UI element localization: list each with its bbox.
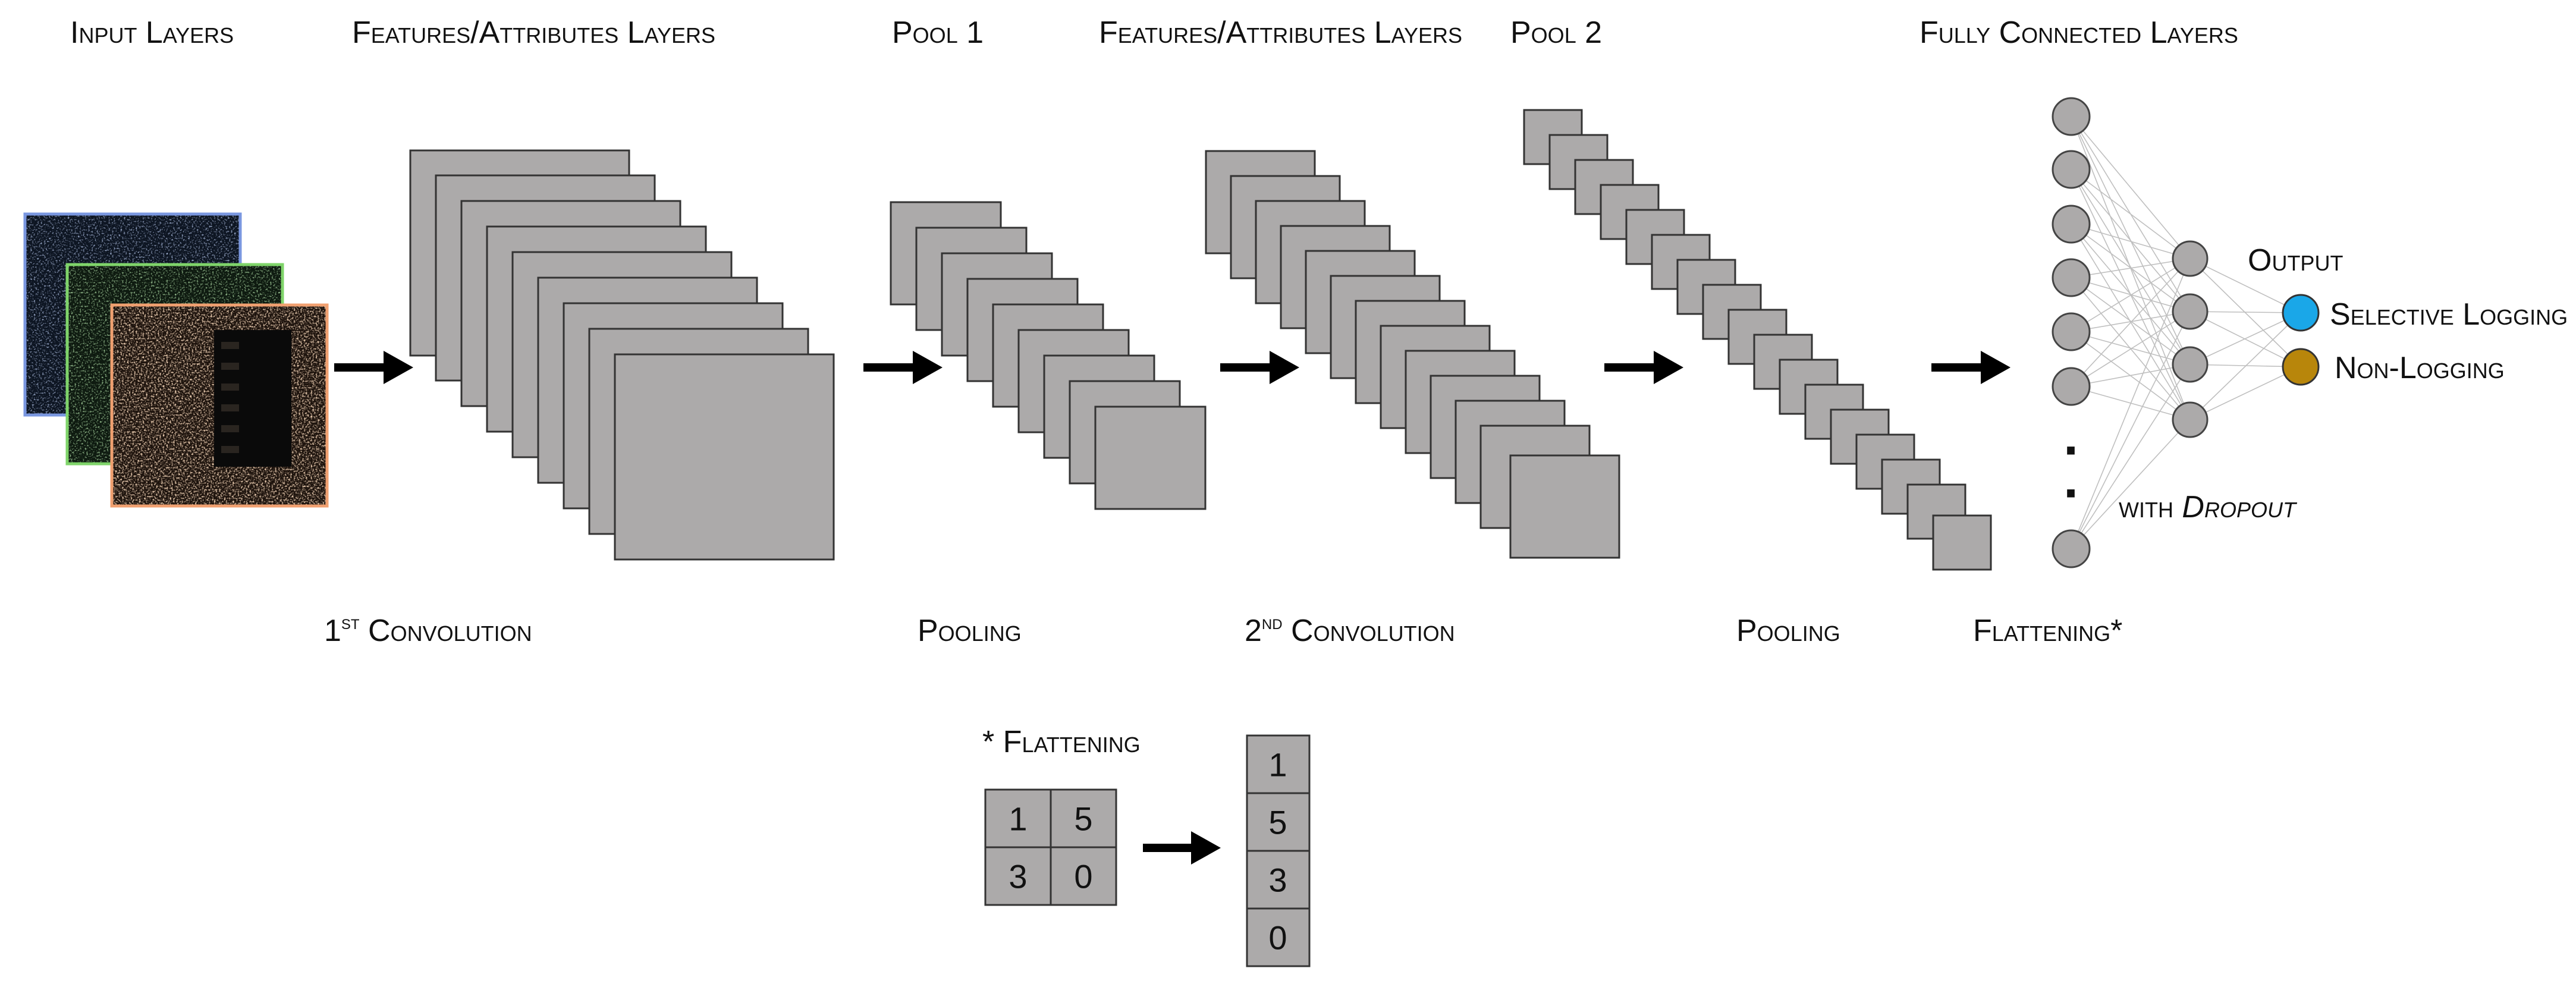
title-pool2: Pool 2	[1510, 15, 1602, 50]
input-nodes	[2052, 97, 2091, 568]
label-conv1: 1st Convolution	[324, 611, 532, 648]
title-fully-connected: Fully Connected Layers	[1920, 15, 2238, 50]
connection-edges	[2071, 116, 2301, 549]
hidden-nodes	[2172, 240, 2209, 438]
pool1-feature-maps	[890, 201, 1207, 510]
ellipsis-dot-2: ·	[2063, 464, 2081, 523]
arrow-4	[1604, 351, 1683, 384]
flattening-example: * Flattening 1 5 3 0 1 5 3 0	[982, 725, 1311, 967]
feature-map	[614, 353, 835, 561]
conv2-prefix: 2	[1245, 614, 1262, 648]
output-node-non-logging	[2282, 348, 2320, 386]
fc-input-node	[2052, 367, 2091, 406]
fc-hidden-node	[2172, 293, 2209, 330]
arrow-2	[863, 351, 943, 384]
label-pooling-1: Pooling	[918, 614, 1022, 648]
fc-input-node	[2052, 97, 2091, 136]
title-features-1: Features/Attributes Layers	[352, 15, 715, 50]
vector-cell	[1246, 907, 1311, 967]
matrix-cell	[1050, 788, 1117, 848]
conv2-word: Convolution	[1283, 614, 1455, 648]
title-input-layers: Input Layers	[70, 15, 234, 50]
arrow-5	[1931, 351, 2010, 384]
input-images	[23, 212, 329, 508]
feature-map	[1094, 406, 1207, 510]
vector-cell	[1246, 850, 1311, 910]
fc-input-node	[2052, 312, 2091, 351]
label-dropout: with Dropout	[2119, 490, 2298, 524]
dropout-word: Dropout	[2182, 490, 2298, 524]
conv1-prefix: 1	[324, 614, 341, 648]
flatten-arrow	[1143, 831, 1221, 865]
flatten-vector: 1 5 3 0	[1246, 734, 1311, 967]
clearing-stripes	[214, 330, 291, 467]
matrix-value: 1	[1009, 800, 1027, 838]
label-non-logging: Non-Logging	[2335, 351, 2505, 385]
label-selective-logging: Selective Logging	[2330, 297, 2568, 332]
feature-map	[1932, 514, 1992, 571]
title-features-2: Features/Attributes Layers	[1099, 15, 1462, 50]
label-output: Output	[2248, 243, 2343, 278]
label-pooling-2: Pooling	[1736, 614, 1840, 648]
label-conv2: 2nd Convolution	[1245, 611, 1455, 648]
fc-input-node	[2052, 258, 2091, 297]
ellipsis-dot-1: ·	[2063, 421, 2081, 480]
conv1-feature-maps	[409, 149, 835, 561]
vector-value: 3	[1268, 862, 1287, 899]
arrow-3	[1220, 351, 1299, 384]
conv2-feature-maps	[1205, 150, 1620, 559]
vector-value: 1	[1268, 746, 1287, 784]
fc-hidden-node	[2172, 401, 2209, 438]
input-image-orange	[110, 303, 329, 508]
feature-map	[1509, 454, 1620, 559]
label-flattening: Flattening*	[1973, 614, 2122, 648]
vector-cell	[1246, 792, 1311, 852]
matrix-value: 3	[1009, 858, 1027, 895]
fc-input-node	[2052, 205, 2091, 244]
title-pool1: Pool 1	[892, 15, 984, 50]
arrow-1	[334, 351, 413, 384]
conv2-superscript: nd	[1262, 611, 1283, 634]
conv1-superscript: st	[341, 611, 360, 634]
fc-input-node	[2052, 529, 2091, 568]
output-node-selective-logging	[2282, 294, 2320, 332]
matrix-cell	[1050, 846, 1117, 906]
pool2-feature-maps	[1523, 109, 1992, 571]
matrix-value: 0	[1074, 858, 1092, 895]
matrix-value: 5	[1074, 800, 1092, 838]
fc-input-node	[2052, 150, 2091, 189]
flattening-note: * Flattening	[982, 725, 1141, 759]
fully-connected-network: · ·	[2052, 97, 2320, 568]
flatten-matrix: 1 5 3 0	[984, 788, 1117, 906]
vector-value: 5	[1268, 804, 1287, 841]
fc-hidden-node	[2172, 346, 2209, 383]
fc-hidden-node	[2172, 240, 2209, 277]
vector-value: 0	[1268, 919, 1287, 957]
conv1-word: Convolution	[360, 614, 532, 648]
dropout-prefix: with	[2119, 490, 2182, 524]
